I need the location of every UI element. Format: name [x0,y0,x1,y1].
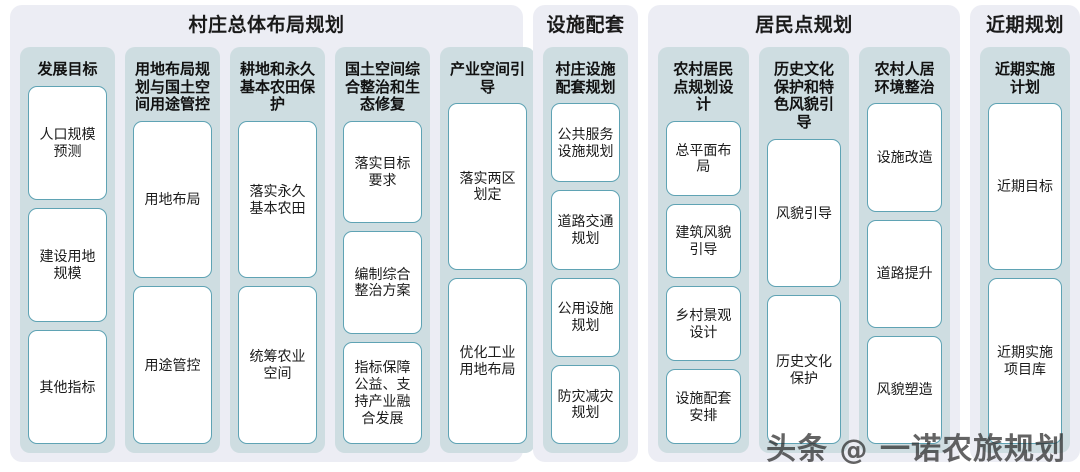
column-title: 产业空间引导 [449,60,525,96]
card-item[interactable]: 乡村景观设计 [666,286,741,362]
card-item[interactable]: 防灾减灾规划 [551,364,620,445]
card-item[interactable]: 用途管控 [133,286,212,445]
column-title: 近期实施计划 [994,60,1055,96]
card-item[interactable]: 公用设施规划 [551,277,620,357]
card-list: 风貌引导 历史文化保护 [766,138,842,445]
column-development-goals[interactable]: 发展目标 人口规模预测 建设用地规模 其他指标 [20,46,115,453]
column-near-term-implementation-plan[interactable]: 近期实施计划 近期目标 近期实施项目库 [980,46,1070,453]
group-columns: 近期实施计划 近期目标 近期实施项目库 [970,46,1080,453]
card-item[interactable]: 道路交通规划 [551,190,620,270]
card-item[interactable]: 其他指标 [28,329,107,444]
card-list: 落实两区划定 优化工业用地布局 [448,103,527,445]
column-title: 发展目标 [37,60,98,78]
column-farmland-protection[interactable]: 耕地和永久基本农田保护 落实永久基本农田 统筹农业空间 [230,46,325,453]
group-title: 村庄总体布局规划 [188,15,345,36]
column-village-facility-planning[interactable]: 村庄设施配套规划 公共服务设施规划 道路交通规划 公用设施规划 防灾减灾规划 [543,46,628,453]
column-rural-living-environment-improvement[interactable]: 农村人居环境整治 设施改造 道路提升 风貌塑造 [859,46,951,453]
group-title: 近期规划 [985,15,1064,36]
card-item[interactable]: 公共服务设施规划 [551,103,620,183]
card-list: 总平面布局 建筑风貌引导 乡村景观设计 设施配套安排 [666,120,741,445]
card-item[interactable]: 编制综合整治方案 [343,231,422,334]
card-item[interactable]: 历史文化保护 [766,295,842,445]
card-item[interactable]: 优化工业用地布局 [448,277,527,445]
card-item[interactable]: 人口规模预测 [28,85,107,200]
card-item[interactable]: 落实两区划定 [448,103,527,270]
card-item[interactable]: 风貌引导 [766,138,842,288]
column-title: 历史文化保护和特色风貌引导 [774,60,835,131]
card-item[interactable]: 道路提升 [867,219,943,328]
group-title: 设施配套 [546,15,625,36]
card-list: 近期目标 近期实施项目库 [988,103,1062,445]
card-list: 设施改造 道路提升 风貌塑造 [867,103,943,445]
group-columns: 发展目标 人口规模预测 建设用地规模 其他指标 用地布局规划与国土空间用途管控 … [10,46,535,453]
column-title: 村庄设施配套规划 [555,60,616,96]
card-list: 用地布局 用途管控 [133,120,212,445]
group-columns: 农村居民点规划设计 总平面布局 建筑风貌引导 乡村景观设计 设施配套安排 历史文… [648,46,960,453]
card-item[interactable]: 近期实施项目库 [988,277,1062,445]
card-item[interactable]: 建筑风貌引导 [666,203,741,279]
group-near-term-planning: 近期规划 近期实施计划 近期目标 近期实施项目库 [970,5,1080,462]
card-list: 落实永久基本农田 统筹农业空间 [238,120,317,445]
column-rural-settlement-design[interactable]: 农村居民点规划设计 总平面布局 建筑风貌引导 乡村景观设计 设施配套安排 [658,46,749,453]
group-title: 居民点规划 [755,15,853,36]
column-land-consolidation-and-ecological-restoration[interactable]: 国土空间综合整治和生态修复 落实目标要求 编制综合整治方案 指标保障公益、支持产… [335,46,430,453]
card-list: 人口规模预测 建设用地规模 其他指标 [28,85,107,444]
column-title: 农村人居环境整治 [874,60,935,96]
card-item[interactable]: 设施配套安排 [666,369,741,445]
card-list: 落实目标要求 编制综合整治方案 指标保障公益、支持产业融合发展 [343,120,422,444]
column-heritage-protection-and-character-guidance[interactable]: 历史文化保护和特色风貌引导 风貌引导 历史文化保护 [758,46,850,453]
card-item[interactable]: 总平面布局 [666,120,741,196]
column-title: 耕地和永久基本农田保护 [239,60,315,114]
column-land-use-layout-and-control[interactable]: 用地布局规划与国土空间用途管控 用地布局 用途管控 [125,46,220,453]
group-facility-support: 设施配套 村庄设施配套规划 公共服务设施规划 道路交通规划 公用设施规划 防灾减… [533,5,638,462]
column-industrial-space-guidance[interactable]: 产业空间引导 落实两区划定 优化工业用地布局 [440,46,535,453]
card-item[interactable]: 建设用地规模 [28,207,107,322]
card-item[interactable]: 风貌塑造 [867,335,943,445]
card-item[interactable]: 近期目标 [988,103,1062,270]
group-residential-settlement-planning: 居民点规划 农村居民点规划设计 总平面布局 建筑风貌引导 乡村景观设计 设施配套… [648,5,960,462]
group-columns: 村庄设施配套规划 公共服务设施规划 道路交通规划 公用设施规划 防灾减灾规划 [533,46,638,453]
card-item[interactable]: 用地布局 [133,120,212,279]
card-item[interactable]: 落实目标要求 [343,120,422,224]
column-title: 农村居民点规划设计 [673,60,734,114]
column-title: 国土空间综合整治和生态修复 [344,60,420,114]
card-item[interactable]: 设施改造 [867,103,943,212]
card-item[interactable]: 落实永久基本农田 [238,120,317,279]
card-item[interactable]: 指标保障公益、支持产业融合发展 [343,341,422,444]
group-village-overall-layout-planning: 村庄总体布局规划 发展目标 人口规模预测 建设用地规模 其他指标 用地布局规划与… [10,5,535,462]
column-title: 用地布局规划与国土空间用途管控 [134,60,210,114]
card-list: 公共服务设施规划 道路交通规划 公用设施规划 防灾减灾规划 [551,103,620,445]
card-item[interactable]: 统筹农业空间 [238,286,317,445]
